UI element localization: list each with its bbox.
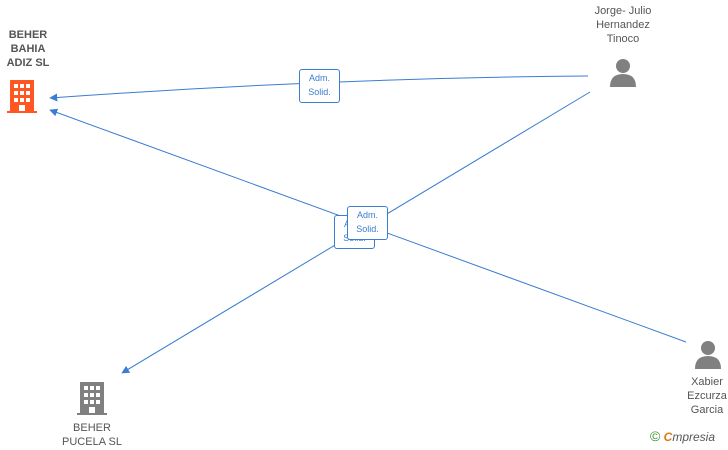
person-icon[interactable]	[695, 341, 721, 369]
person-icon[interactable]	[610, 59, 636, 87]
brand-initial: C	[663, 430, 673, 444]
brand-name: mpresia	[672, 430, 716, 444]
company-label-beher-bahia[interactable]: BEHER BAHIA ADIZ SL	[6, 29, 50, 69]
brand-logo: © Cmpresia	[650, 428, 715, 444]
edge-label-role: Adm.	[356, 210, 378, 220]
copyright-symbol: ©	[650, 428, 661, 444]
person-label-jorge[interactable]: Jorge- Julio Hernandez Tinoco	[594, 5, 652, 45]
edge-label-type: Solid.	[308, 87, 331, 97]
building-icon[interactable]	[7, 80, 37, 113]
edge-label-role: Adm.	[308, 73, 330, 83]
building-icon[interactable]	[77, 382, 107, 415]
edge-label-type: Solid.	[356, 224, 379, 234]
edge-label-jorge-pucela[interactable]: Adm. Solid.	[347, 206, 388, 240]
edge-label-jorge-bahia[interactable]: Adm. Solid.	[299, 69, 340, 103]
person-label-xabier[interactable]: Xabier Ezcurza Garcia	[687, 376, 727, 416]
company-label-beher-pucela[interactable]: BEHER PUCELA SL	[62, 422, 122, 448]
